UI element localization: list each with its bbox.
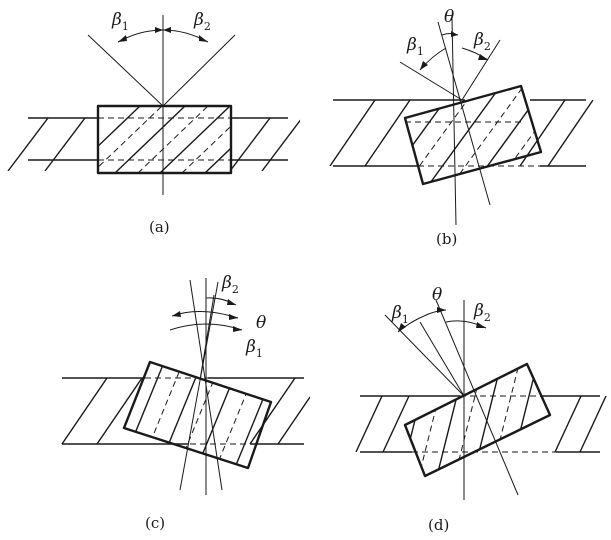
caption-b: (b)	[436, 230, 457, 248]
box-hatch-a	[98, 106, 231, 173]
arrowhead-d2	[437, 307, 446, 313]
band-hatch-c	[61, 378, 310, 444]
panel-b: θ β1 β2 (b)	[329, 7, 594, 248]
arrowhead-c1	[227, 299, 236, 305]
normal-line-b	[451, 17, 457, 226]
arrowhead-b2	[478, 54, 488, 60]
arrowhead-a1	[118, 35, 127, 42]
label-beta1-d: β1	[391, 303, 409, 326]
arrowhead-a2	[199, 35, 208, 42]
label-beta2-d: β2	[473, 301, 491, 324]
band-hatch-d	[355, 396, 607, 452]
tilted-normal-c	[179, 281, 219, 491]
box-outline-d	[403, 362, 552, 478]
ray-left-a	[87, 34, 164, 107]
panel-a: β1 β2 (a)	[7, 10, 300, 236]
panel-c: β2 θ β1 (c)	[61, 273, 310, 532]
ray-right-a	[162, 34, 236, 107]
arrowhead-c2	[229, 314, 238, 320]
caption-d: (d)	[428, 516, 449, 534]
ray-right-b	[461, 39, 501, 101]
panel-d: β1 θ β2 (d)	[355, 285, 607, 534]
ray-mid-d	[419, 321, 465, 397]
caption-a: (a)	[149, 218, 170, 236]
label-beta2-c: β2	[221, 273, 239, 296]
ray-left-b	[399, 61, 463, 101]
ray-a-c	[189, 279, 223, 491]
ray-left-d	[384, 314, 465, 397]
arc-theta-c	[171, 310, 239, 319]
arrowhead-b3	[451, 31, 458, 37]
label-beta2-a: β2	[193, 10, 211, 33]
tilted-normal-b	[437, 21, 491, 206]
label-beta2-b: β2	[473, 30, 491, 53]
label-theta-b: θ	[444, 7, 454, 27]
label-beta1-a: β1	[111, 10, 129, 33]
arrowhead-a4	[163, 27, 171, 33]
ray-b-c	[199, 294, 215, 381]
label-beta1-b: β1	[406, 35, 424, 58]
arrowhead-d1	[398, 323, 406, 332]
band-hatch-a	[7, 118, 300, 171]
label-theta-c: θ	[256, 313, 266, 333]
caption-c: (c)	[145, 514, 165, 532]
arrowhead-c3	[233, 326, 242, 332]
box-outline-a	[96, 104, 233, 175]
label-theta-d: θ	[432, 285, 442, 305]
arrowhead-c4	[172, 311, 181, 317]
box-outline-c	[122, 360, 273, 470]
tilted-normal-d	[435, 299, 519, 496]
box-outline-b	[403, 84, 543, 186]
label-beta1-c: β1	[245, 337, 263, 360]
band-hatch-b	[329, 100, 594, 166]
arrowhead-a3	[155, 27, 163, 33]
arrowhead-d3	[476, 322, 486, 328]
arrowhead-b1	[420, 61, 428, 70]
